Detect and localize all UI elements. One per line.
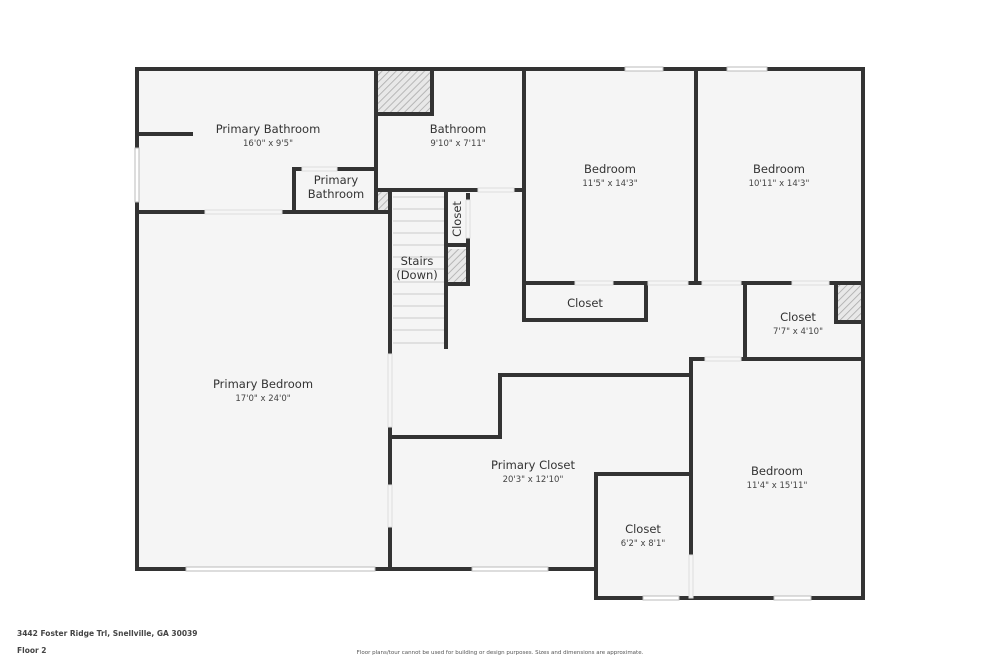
room-label-closet-b2: Closet 7'7" x 4'10" <box>773 310 823 337</box>
room-label-stairs: Stairs(Down) <box>396 254 438 282</box>
room-dimensions: 16'0" x 9'5" <box>243 139 293 149</box>
room-name: Bathroom <box>430 122 486 136</box>
room-labels: Primary Bathroom 16'0" x 9'5" Bathroom 9'10… <box>213 122 823 549</box>
disclaimer-text: Floor plans/tour cannot be used for buil… <box>356 650 644 656</box>
room-dimensions: 6'2" x 8'1" <box>621 539 666 549</box>
room-dimensions: 10'11" x 14'3" <box>749 179 810 189</box>
room-name: Primary Bedroom <box>213 377 313 391</box>
room-name: (Down) <box>396 268 438 282</box>
floor-label: Floor 2 <box>17 646 47 655</box>
room-dimensions: 7'7" x 4'10" <box>773 327 823 337</box>
room-label-closet-b3: Closet 6'2" x 8'1" <box>621 522 666 549</box>
room-name: Primary <box>314 173 359 187</box>
chase-stairs <box>447 249 467 283</box>
room-label-primary-closet: Primary Closet 20'3" x 12'10" <box>491 458 575 485</box>
room-label-bedroom-2: Bedroom 10'11" x 14'3" <box>749 162 810 189</box>
room-label-primary-bedroom: Primary Bedroom 17'0" x 24'0" <box>213 377 313 404</box>
room-name: Closet <box>567 296 603 310</box>
room-label-closet-hall: Closet <box>567 296 603 310</box>
walls <box>135 67 865 600</box>
address-label: 3442 Foster Ridge Trl, Snellville, GA 30… <box>17 629 198 638</box>
door-openings <box>204 166 830 599</box>
window <box>185 566 376 572</box>
window <box>726 66 768 72</box>
room-name: Primary Closet <box>491 458 575 472</box>
room-label-bedroom-1: Bedroom 11'5" x 14'3" <box>582 162 637 189</box>
room-name: Bedroom <box>753 162 805 176</box>
room-dimensions: 9'10" x 7'11" <box>430 139 485 149</box>
room-label-bathroom: Bathroom 9'10" x 7'11" <box>430 122 486 149</box>
window <box>773 595 812 601</box>
room-name: Stairs <box>401 254 434 268</box>
room-label-bedroom-3: Bedroom 11'4" x 15'11" <box>747 464 808 491</box>
room-name: Closet <box>450 201 464 237</box>
room-name: Bathroom <box>308 187 364 201</box>
chase-primary-bath <box>377 192 388 212</box>
room-dimensions: 11'4" x 15'11" <box>747 481 808 491</box>
room-label-closet-small: Closet <box>450 201 464 237</box>
room-name: Closet <box>780 310 816 324</box>
window <box>134 147 140 203</box>
room-name: Closet <box>625 522 661 536</box>
room-name: Primary Bathroom <box>216 122 321 136</box>
chase-bathroom <box>378 71 430 114</box>
room-dimensions: 17'0" x 24'0" <box>235 394 290 404</box>
windows <box>134 66 812 601</box>
chase-closet <box>838 285 861 320</box>
room-dimensions: 20'3" x 12'10" <box>503 475 564 485</box>
room-name: Bedroom <box>751 464 803 478</box>
floor-area <box>137 69 863 598</box>
room-label-primary-bathroom: Primary Bathroom 16'0" x 9'5" <box>216 122 321 149</box>
window <box>642 595 680 601</box>
room-dimensions: 11'5" x 14'3" <box>582 179 637 189</box>
window <box>471 566 549 572</box>
hatched-chases <box>377 71 861 320</box>
room-name: Bedroom <box>584 162 636 176</box>
window <box>624 66 664 72</box>
stairs-treads <box>393 196 444 344</box>
